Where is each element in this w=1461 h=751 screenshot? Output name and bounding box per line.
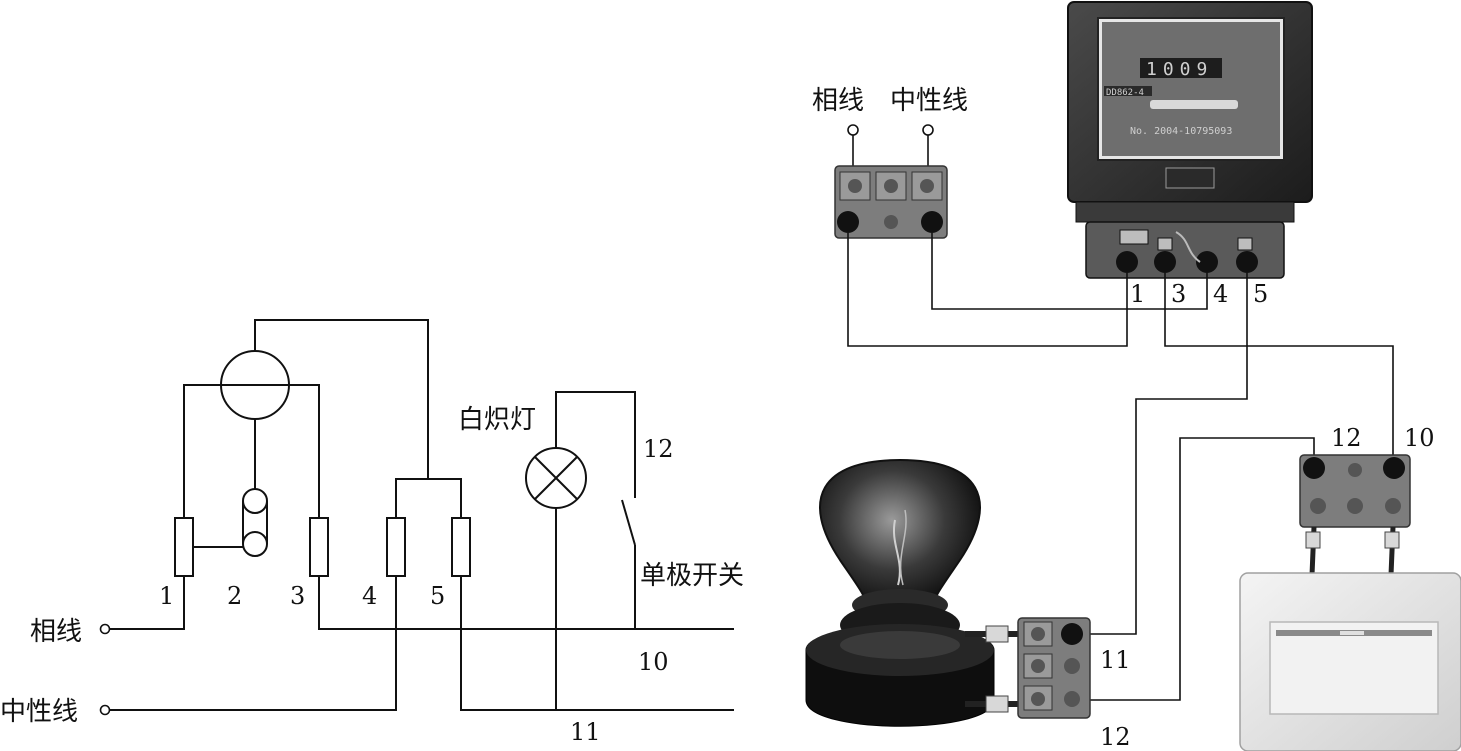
terminal-5-symbol xyxy=(451,517,471,577)
lamp-label: 白炽灯 xyxy=(458,405,536,435)
switch-blade xyxy=(621,499,636,546)
phase-input-wire xyxy=(110,576,185,630)
terminal-4-symbol xyxy=(386,517,406,577)
meter-left-wire xyxy=(183,384,221,518)
terminal-3-label: 3 xyxy=(290,582,305,610)
switch-terminal-block xyxy=(1299,454,1411,576)
photo-node-12-top-label: 12 xyxy=(1331,424,1362,452)
meter-counter xyxy=(1140,58,1222,78)
meter-serial: No. 2004-10795093 xyxy=(1130,126,1232,137)
photo-neutral-label: 中性线 xyxy=(890,86,968,116)
photo-illustration: 相线 中性线 1009 DD862-4 xyxy=(805,1,1461,751)
neutral-input-terminal xyxy=(99,704,111,716)
phase-input-terminal xyxy=(99,623,111,635)
line-11 xyxy=(460,576,734,711)
terminal-5-label: 5 xyxy=(430,582,445,610)
meter-digits: 1009 xyxy=(1146,59,1213,80)
terminal-1-label: 1 xyxy=(159,582,174,610)
meter-top-wire xyxy=(254,319,429,479)
meter-terminal-5-label: 5 xyxy=(1253,280,1268,308)
photo-phase-label: 相线 xyxy=(812,86,864,116)
meter-disc-window xyxy=(1150,100,1238,109)
switch-label: 单极开关 xyxy=(640,561,744,591)
node-12-label: 12 xyxy=(643,435,674,463)
photo-node-12-bottom-label: 12 xyxy=(1100,723,1131,751)
input-terminal-block xyxy=(834,165,948,239)
meter-terminal-3-label: 3 xyxy=(1171,280,1186,308)
lamp-cross-b xyxy=(534,456,578,500)
meter-right-wire xyxy=(289,384,320,518)
meter-seal-plate xyxy=(1165,167,1215,189)
meter-terminal-1-label: 1 xyxy=(1130,280,1145,308)
photo-neutral-terminal xyxy=(922,124,934,136)
photo-node-10-label: 10 xyxy=(1404,424,1435,452)
incandescent-bulb xyxy=(805,458,1024,727)
node-11-label: 11 xyxy=(570,718,601,746)
photo-node-11-label: 11 xyxy=(1100,646,1131,674)
photo-neutral-wire xyxy=(931,233,1208,310)
terminal-3-symbol xyxy=(309,517,329,577)
terminal-45-bus xyxy=(395,478,462,518)
neutral-input-label: 中性线 xyxy=(0,697,78,727)
meter-terminal-4-label: 4 xyxy=(1213,280,1228,308)
wall-switch xyxy=(1239,572,1461,751)
terminal-1-symbol xyxy=(174,517,194,577)
energy-meter: 1009 DD862-4 No. 2004-10795093 xyxy=(1067,1,1313,279)
line-10 xyxy=(318,576,734,630)
schematic: 1 2 3 4 5 相线 中性线 白炽灯 12 单极开关 10 11 xyxy=(0,319,744,746)
photo-phase-terminal xyxy=(847,124,859,136)
meter-model: DD862-4 xyxy=(1106,88,1144,98)
photo-line-10-wire xyxy=(1164,273,1394,458)
switch-indicator xyxy=(1340,631,1364,635)
terminal-2-label: 2 xyxy=(227,582,242,610)
terminal-4-label: 4 xyxy=(362,582,377,610)
lamp-terminal-block xyxy=(1017,617,1091,719)
neutral-input-wire xyxy=(110,576,397,711)
photo-line-12-wire xyxy=(1090,437,1315,701)
photo-line-11-wire xyxy=(1090,273,1248,635)
terminal-2-coil xyxy=(242,488,268,557)
phase-input-label: 相线 xyxy=(30,617,82,647)
photo-phase-wire xyxy=(847,233,1128,347)
node-10-label: 10 xyxy=(638,648,669,676)
lamp-top-wire xyxy=(555,391,636,498)
